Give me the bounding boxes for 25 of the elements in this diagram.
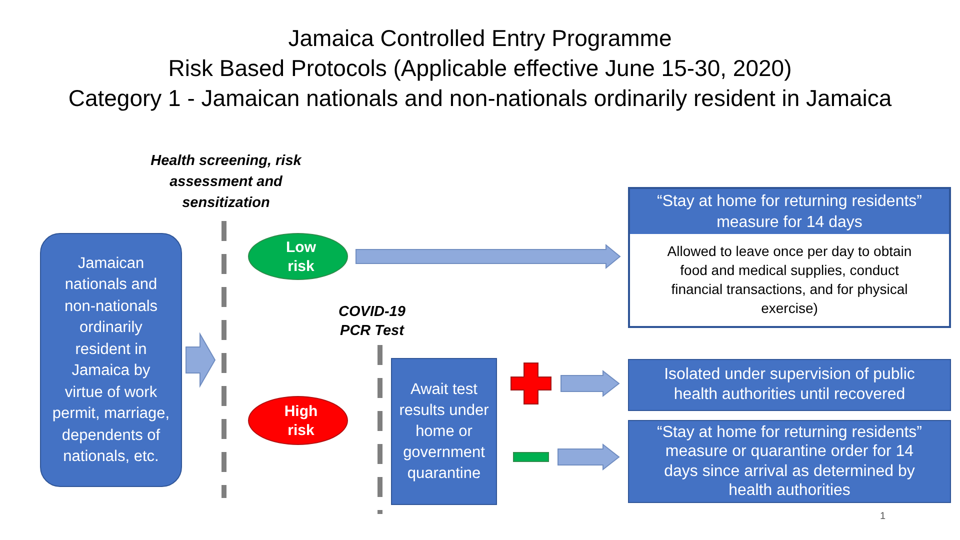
page-number: 1 (880, 511, 886, 523)
title: Jamaica Controlled Entry Programme (288, 24, 672, 52)
box-text: High risk (283, 402, 319, 440)
box-text: Await test results under home or government quarantine (398, 380, 490, 484)
block-arrow (558, 443, 620, 471)
box-text: Low risk (285, 238, 317, 276)
plus-sign-icon (510, 362, 552, 405)
box-body-text: Allowed to leave once per day to obtain food and medical supplies, conduct financial transactions, and for physical exercise) (666, 242, 913, 318)
box-text: Jamaican nationals and non-nationals ordinarily resident in Jamaica by virtue of work permit, marriage, dependents of nationals, etc. (52, 254, 170, 467)
block-arrow (356, 244, 621, 270)
box-heading: “Stay at home for returning residents” measure for 14 days (630, 189, 949, 234)
minus-sign-icon (513, 452, 549, 462)
traveller-group-box (40, 233, 182, 487)
process-box (391, 358, 497, 505)
box-text: Isolated under supervision of public health authorities until recovered (663, 365, 916, 405)
outcome-box (628, 359, 951, 411)
subtitle: Category 1 - Jamaican nationals and non-nationals ordinarily resident in Jamaica (68, 84, 892, 112)
box-text: “Stay at home for returning residents” measure or quarantine order for 14 days since arrival as determined by health authorities (656, 422, 923, 500)
subtitle: Risk Based Protocols (Applicable effective June 15-30, 2020) (168, 54, 792, 82)
measure-box (628, 187, 951, 328)
stage-label: Health screening, risk assessment and sensitization (150, 152, 303, 213)
outcome-box (628, 420, 951, 503)
block-arrow (560, 370, 620, 398)
stage-label: COVID-19 PCR Test (338, 303, 406, 341)
block-arrow (186, 332, 216, 388)
